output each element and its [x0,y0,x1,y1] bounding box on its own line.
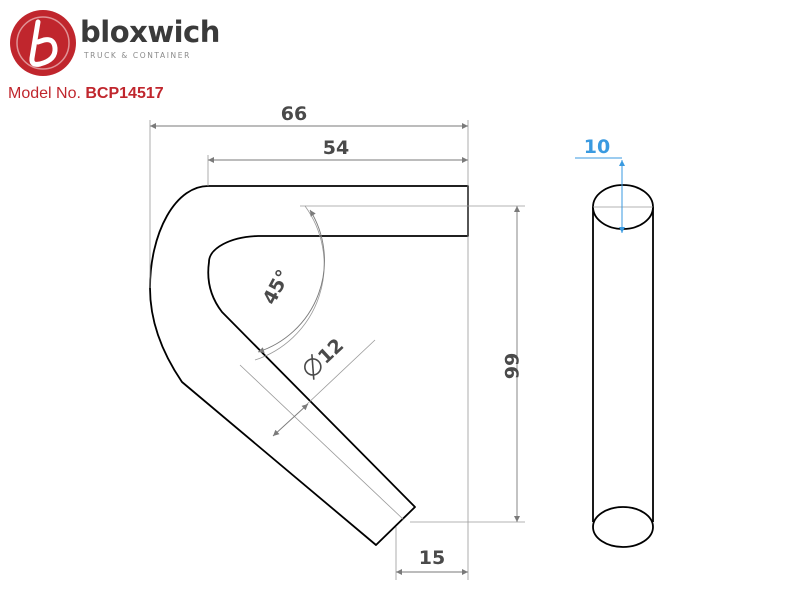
dimension-height-label: 66 [500,353,522,379]
dimension-overall-width-label: 66 [281,103,307,125]
dimension-overall-width: 66 [150,103,468,129]
model-number: BCP14517 [85,85,164,102]
model-label: Model No. [8,85,81,102]
diameter-icon [304,358,322,376]
dimension-bottom-offset: 15 [396,547,468,575]
brand-name: bloxwich [80,15,220,49]
dimension-angle-label: 45° [259,266,295,308]
dimension-straight-length-label: 54 [323,137,349,159]
dimension-angle: 45° [257,209,325,354]
dimension-thickness-label: 10 [584,136,610,158]
dimension-bottom-offset-label: 15 [419,547,445,569]
dimension-height: 66 [500,206,522,522]
model-number-line: Model No. BCP14517 [8,86,164,102]
bloxwich-logo-icon [10,10,76,76]
dimension-thickness: 10 [575,136,625,233]
dimension-diameter: 12 [272,334,348,437]
dimension-straight-length: 54 [208,137,468,163]
brand-tagline: TRUCK & CONTAINER [84,51,191,60]
side-view-outline [592,184,654,548]
bent-bar-outline [149,185,469,546]
